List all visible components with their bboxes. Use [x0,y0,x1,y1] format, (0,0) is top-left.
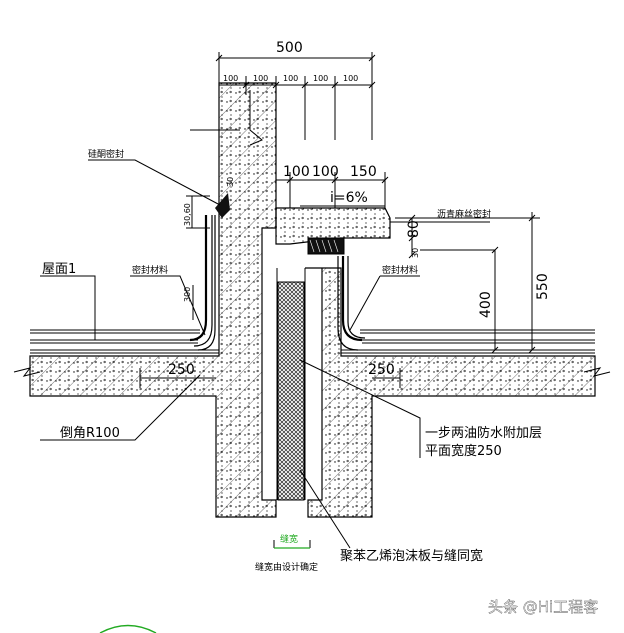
dim-550: 550 [535,273,551,300]
label-asphalt-rope: 沥青麻丝密封 [437,208,491,220]
slope-label: i=6% [330,190,368,206]
dim-30-60: 30,60 [183,203,192,226]
dim-sub-5: 100 [343,74,358,83]
dim-400: 400 [478,291,494,318]
watermark: 头条 @Hi工程客 [488,598,598,616]
label-seal-material-left: 密封材料 [132,264,168,276]
left-structure [29,82,277,518]
dim-slab-1: 100 [283,164,310,180]
label-silicone-sealant: 硅酮密封 [88,148,124,160]
dim-500: 500 [276,40,303,56]
label-fillet: 倒角R100 [60,426,120,441]
cover-slab [275,207,391,245]
silicone-sealant [215,193,230,218]
dim-250-left: 250 [168,362,195,378]
dim-sub-1: 100 [223,74,238,83]
arc-fragment [99,624,157,633]
dim-sub-3: 100 [283,74,298,83]
dim-right [395,212,540,354]
dim-80: 80 [406,220,422,238]
label-joint-width: 缝宽 [280,533,298,545]
dim-slab-3: 150 [350,164,377,180]
dim-sub-4: 100 [313,74,328,83]
dim-left-small [186,195,210,320]
label-joint-note: 缝宽由设计确定 [255,561,318,573]
label-foam-board: 聚苯乙烯泡沫板与缝同宽 [340,548,483,564]
break-lines [13,90,611,377]
roof-layers-left [30,215,219,354]
roof-layers-right [337,256,595,354]
dim-slab [276,172,389,208]
dim-30-top: 30 [226,177,235,187]
dim-top [215,52,376,140]
dim-sub-2: 100 [253,74,268,83]
dim-250 [139,368,401,388]
label-reinforcement-2: 平面宽度250 [425,443,502,459]
label-seal-material-right: 密封材料 [382,264,418,276]
leader-lines [40,129,490,549]
dim-250-right: 250 [368,362,395,378]
dim-slab-2: 100 [312,164,339,180]
foam-board [277,281,305,501]
label-roof-1: 屋面1 [42,262,76,277]
asphalt-rope-seal [308,238,344,254]
dim-30: 30 [411,248,420,258]
label-reinforcement-1: 一步两油防水附加层 [425,425,542,441]
